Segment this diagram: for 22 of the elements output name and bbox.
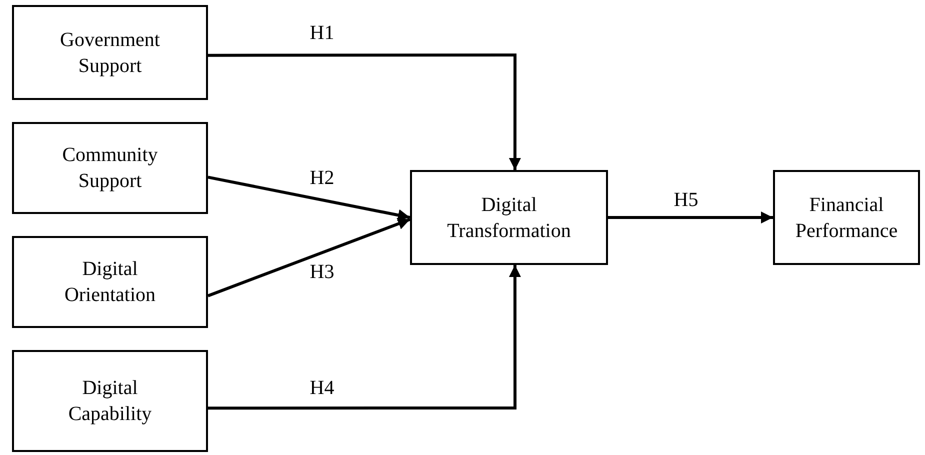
edge-label: H2	[310, 167, 334, 189]
construct-name: Government Support	[59, 28, 161, 78]
construct-name: Digital Capability	[67, 376, 153, 427]
construct-name: Digital Orientation	[63, 257, 157, 308]
construct-name: Community Support	[61, 143, 159, 194]
construct-name: Financial Performance	[795, 192, 898, 244]
construct-box	[12, 5, 208, 100]
construct-name: Digital Transformation	[447, 192, 571, 244]
arrow	[207, 218, 411, 298]
arrow	[208, 265, 521, 410]
construct-box	[12, 122, 208, 214]
arrow	[208, 54, 521, 170]
edge-label: H1	[310, 22, 334, 44]
edge-label: H3	[310, 261, 334, 283]
arrow	[608, 212, 773, 224]
construct-box	[773, 170, 920, 265]
construct-box	[12, 236, 208, 328]
construct-box	[410, 170, 608, 265]
construct-box	[12, 350, 208, 452]
edge-label: H5	[674, 189, 698, 211]
arrow	[208, 176, 410, 222]
edge-label: H4	[310, 377, 334, 399]
